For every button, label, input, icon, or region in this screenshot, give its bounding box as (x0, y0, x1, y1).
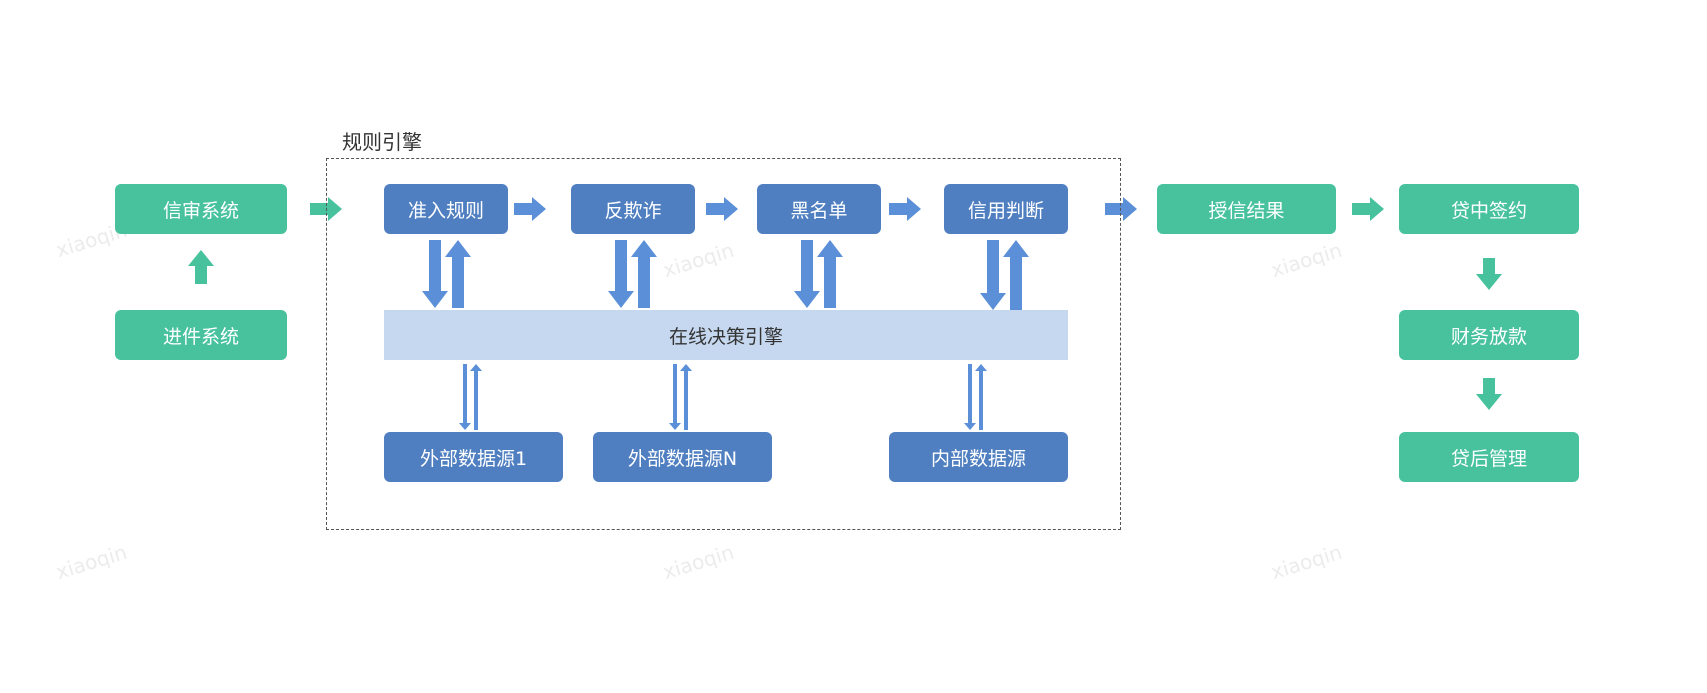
post-loan-management: 贷后管理 (1399, 432, 1579, 482)
external-data-source-n: 外部数据源N (593, 432, 772, 482)
arrow-intake-up (188, 250, 214, 284)
arrow-signing-down (1476, 258, 1502, 290)
step-blacklist: 黑名单 (757, 184, 881, 234)
loan-signing: 贷中签约 (1399, 184, 1579, 234)
arrows-steps-engine (422, 240, 1029, 310)
step-admission-rules: 准入规则 (384, 184, 508, 234)
intake-system: 进件系统 (115, 310, 287, 360)
online-decision-engine: 在线决策引擎 (384, 310, 1068, 360)
credit-result: 授信结果 (1157, 184, 1336, 234)
credit-review-system: 信审系统 (115, 184, 287, 234)
arrow-result-to-signing (1352, 197, 1384, 221)
external-data-source-1: 外部数据源1 (384, 432, 563, 482)
internal-data-source: 内部数据源 (889, 432, 1068, 482)
step-credit-judgment: 信用判断 (944, 184, 1068, 234)
arrows-engine-datasources (459, 364, 987, 430)
rule-engine-label: 规则引擎 (342, 130, 422, 154)
arrow-disbursement-down (1476, 378, 1502, 410)
financial-disbursement: 财务放款 (1399, 310, 1579, 360)
step-anti-fraud: 反欺诈 (571, 184, 695, 234)
rule-engine-frame (326, 158, 1121, 530)
